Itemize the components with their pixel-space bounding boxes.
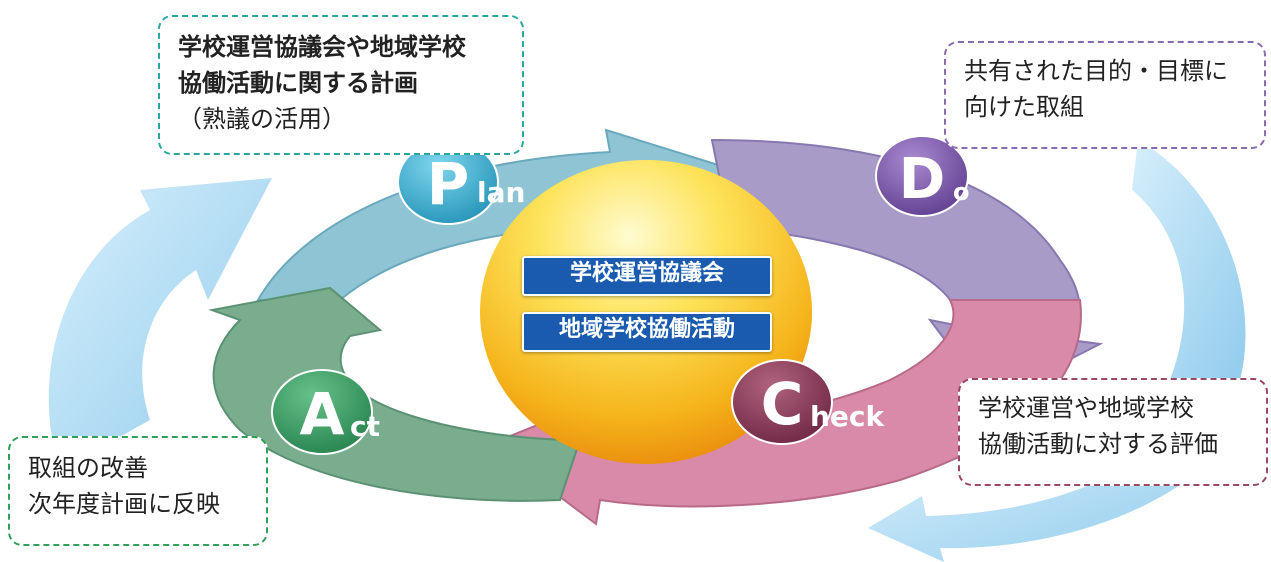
center-label-community-collaboration: 地域学校協働活動	[522, 312, 772, 352]
plan-initial: P	[427, 150, 470, 218]
center-label-school-council: 学校運営協議会	[522, 256, 772, 296]
plan-callout-line-1: 学校運営協議会や地域学校	[178, 33, 466, 61]
outer-arrow-left	[48, 178, 272, 470]
check-callout-line-2: 協働活動に対する評価	[978, 430, 1218, 458]
do-badge: D o	[875, 135, 970, 217]
act-callout: 取組の改善 次年度計画に反映	[8, 436, 268, 546]
do-initial: D	[899, 147, 945, 212]
do-rest: o	[953, 178, 970, 206]
check-initial: C	[761, 370, 804, 438]
do-callout-line-1: 共有された目的・目標に	[964, 57, 1228, 85]
plan-badge: P lan	[397, 139, 525, 225]
act-initial: A	[300, 380, 345, 448]
plan-callout: 学校運営協議会や地域学校 協働活動に関する計画 （熟議の活用）	[158, 15, 524, 155]
outer-arrow-right	[1132, 140, 1246, 380]
act-callout-line-2: 次年度計画に反映	[28, 490, 220, 518]
plan-callout-line-2: 協働活動に関する計画	[178, 69, 418, 97]
check-badge: C heck	[731, 359, 886, 445]
check-rest: heck	[810, 400, 886, 433]
plan-callout-line-3: （熟議の活用）	[178, 105, 346, 133]
do-callout: 共有された目的・目標に 向けた取組	[944, 41, 1266, 149]
check-callout: 学校運営や地域学校 協働活動に対する評価	[958, 378, 1268, 486]
act-rest: ct	[350, 410, 380, 443]
plan-rest: lan	[477, 176, 525, 209]
act-badge: A ct	[271, 369, 380, 455]
act-callout-line-1: 取組の改善	[28, 454, 148, 482]
do-callout-line-2: 向けた取組	[964, 93, 1084, 121]
check-callout-line-1: 学校運営や地域学校	[978, 394, 1194, 422]
